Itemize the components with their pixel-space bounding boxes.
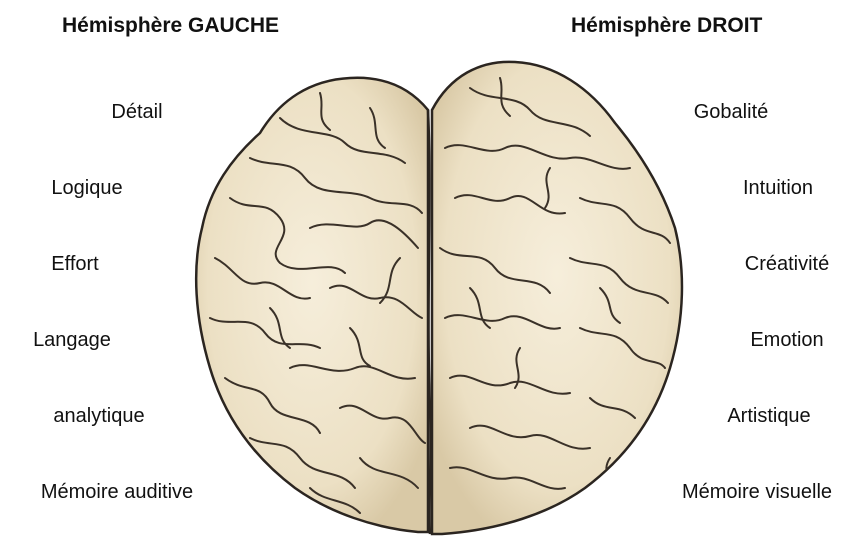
right-hemisphere-shape [432,62,682,534]
left-hemisphere-heading: Hémisphère GAUCHE [62,14,279,38]
brain-illustration [170,48,690,538]
right-hemisphere-heading: Hémisphère DROIT [571,14,762,38]
right-label-creativite: Créativité [662,252,864,276]
left-label-langage: Langage [0,328,197,352]
right-label-emotion: Emotion [662,328,864,352]
left-hemisphere-shape [196,78,428,532]
